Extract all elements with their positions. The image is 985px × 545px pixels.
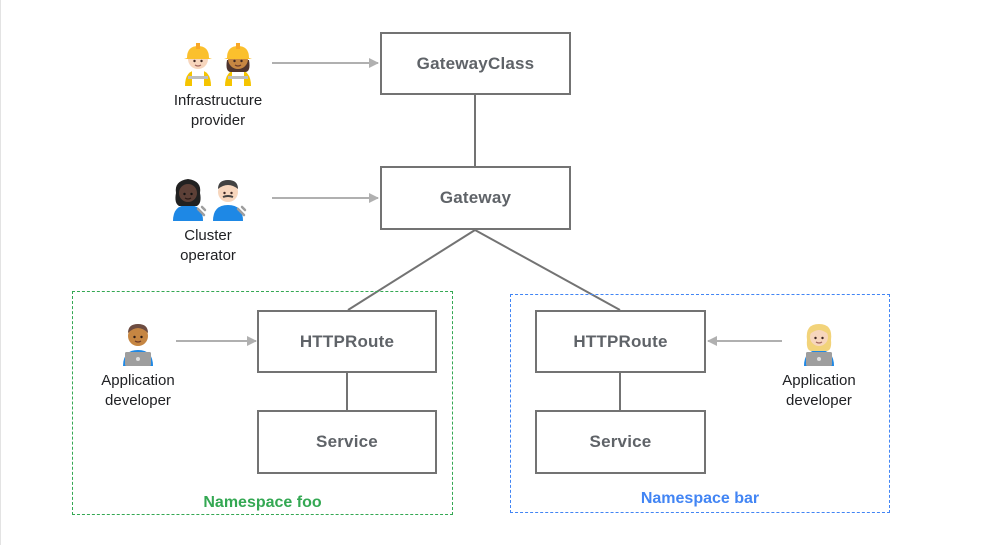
gateway-box[interactable]: Gateway	[380, 166, 571, 230]
namespace-foo-label: Namespace foo	[203, 494, 322, 511]
httproute-bar-box[interactable]: HTTPRoute	[535, 310, 706, 373]
technologist-woman-icon	[804, 324, 834, 366]
gatewayclass-label: GatewayClass	[416, 53, 535, 73]
app-dev-foo-line2: developer	[105, 392, 171, 409]
app-dev-foo-line1: Application	[101, 372, 175, 389]
namespace-bar-label: Namespace bar	[640, 490, 760, 507]
left-border	[0, 0, 1, 545]
httproute-foo-label: HTTPRoute	[299, 331, 395, 351]
app-dev-bar-line2: developer	[786, 392, 852, 409]
actor-application-developer-foo: Application developer	[78, 318, 198, 411]
cluster-operator-line1: Cluster	[184, 227, 232, 244]
connector-gateway-httproute-foo	[347, 229, 476, 311]
cluster-operator-line2: operator	[180, 247, 236, 264]
app-dev-bar-line1: Application	[782, 372, 856, 389]
actor-infrastructure-provider: Infrastructure provider	[148, 38, 288, 131]
mechanic-woman-icon	[173, 179, 207, 221]
service-foo-label: Service	[316, 432, 378, 451]
actor-cluster-operator: Cluster operator	[138, 173, 278, 266]
service-foo-box[interactable]: Service	[257, 410, 437, 474]
httproute-bar-label: HTTPRoute	[573, 331, 668, 351]
connector-gateway-httproute-bar	[474, 229, 621, 311]
infrastructure-provider-line2: provider	[190, 112, 246, 129]
gateway-label: Gateway	[439, 188, 512, 207]
namespace-foo-region	[72, 291, 453, 515]
namespace-bar-region	[510, 294, 890, 513]
service-bar-label: Service	[589, 432, 652, 451]
gatewayclass-box[interactable]: GatewayClass	[380, 32, 571, 95]
actor-application-developer-bar: Application developer	[759, 318, 879, 411]
mechanic-man-icon	[213, 180, 247, 221]
construction-worker-woman-icon	[224, 43, 252, 86]
infrastructure-provider-line1: Infrastructure	[173, 92, 263, 109]
construction-worker-woman-icon	[184, 43, 212, 86]
technologist-man-icon	[123, 324, 153, 366]
httproute-foo-box[interactable]: HTTPRoute	[257, 310, 437, 373]
service-bar-box[interactable]: Service	[535, 410, 706, 474]
